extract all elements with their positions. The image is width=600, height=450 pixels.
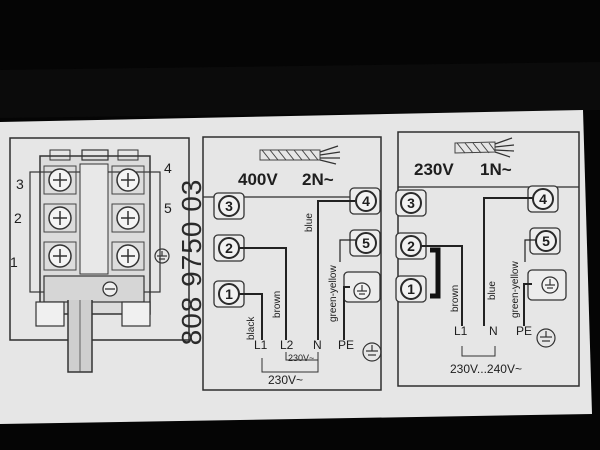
wire-label-blue: blue <box>487 281 498 300</box>
cable-braid-icon <box>454 137 515 158</box>
terminal-1: 1 <box>218 283 240 305</box>
panel-400v-voltage: 400V <box>238 170 278 189</box>
terminal-4: 4 <box>355 190 377 212</box>
cable-braid-icon <box>259 145 341 165</box>
earth-ground-icon <box>353 282 371 300</box>
earth-ground-icon <box>154 248 170 264</box>
conductor-pe: PE <box>516 324 533 338</box>
terminal-1: 1 <box>400 278 422 300</box>
panel-230v-supply: 1N~ <box>480 160 512 179</box>
earth-ground-icon <box>536 328 556 348</box>
terminal-block-panel <box>9 137 190 341</box>
wire-label-green-yellow: green-yellow <box>510 261 521 318</box>
earth-ground-icon <box>362 342 382 362</box>
wire-label-green-yellow: green-yellow <box>328 265 339 322</box>
block-terminal-number: 1 <box>10 254 18 270</box>
conductor-n: N <box>313 338 322 352</box>
terminal-2: 2 <box>400 235 422 257</box>
wire-label-blue: blue <box>304 213 315 232</box>
conductor-l1: L1 <box>254 338 268 352</box>
panel-400v-supply: 2N~ <box>302 170 334 189</box>
terminal-4: 4 <box>532 188 554 210</box>
screw-terminal-icon <box>111 165 145 271</box>
panel-400v <box>202 136 382 391</box>
voltage-phase-to-neutral: 230V~ <box>288 353 315 363</box>
part-number: 808 9750 03 <box>176 178 207 346</box>
conductor-n: N <box>489 324 498 338</box>
terminal-3: 3 <box>400 192 422 214</box>
wire-label-black: black <box>246 316 257 340</box>
earth-ground-icon <box>541 276 559 294</box>
conductor-pe: PE <box>338 338 355 352</box>
terminal-3: 3 <box>218 195 240 217</box>
block-terminal-number: 2 <box>14 210 22 226</box>
wire-label-brown: brown <box>272 290 283 318</box>
block-terminal-number: 3 <box>16 176 24 192</box>
conductor-l2: L2 <box>280 338 294 352</box>
voltage-range: 230V...240V~ <box>450 362 522 376</box>
screw-terminal-icon <box>43 165 77 271</box>
voltage-between-phases: 230V~ <box>268 373 304 387</box>
terminal-5: 5 <box>355 232 377 254</box>
terminal-2: 2 <box>218 237 240 259</box>
terminal-5: 5 <box>535 230 557 252</box>
block-terminal-number: 4 <box>164 160 172 176</box>
conductor-l1: L1 <box>454 324 468 338</box>
terminal-block-drawing <box>29 149 170 373</box>
block-terminal-number: 5 <box>164 200 172 216</box>
panel-230v-voltage: 230V <box>414 160 454 179</box>
wire-label-brown: brown <box>450 284 461 312</box>
